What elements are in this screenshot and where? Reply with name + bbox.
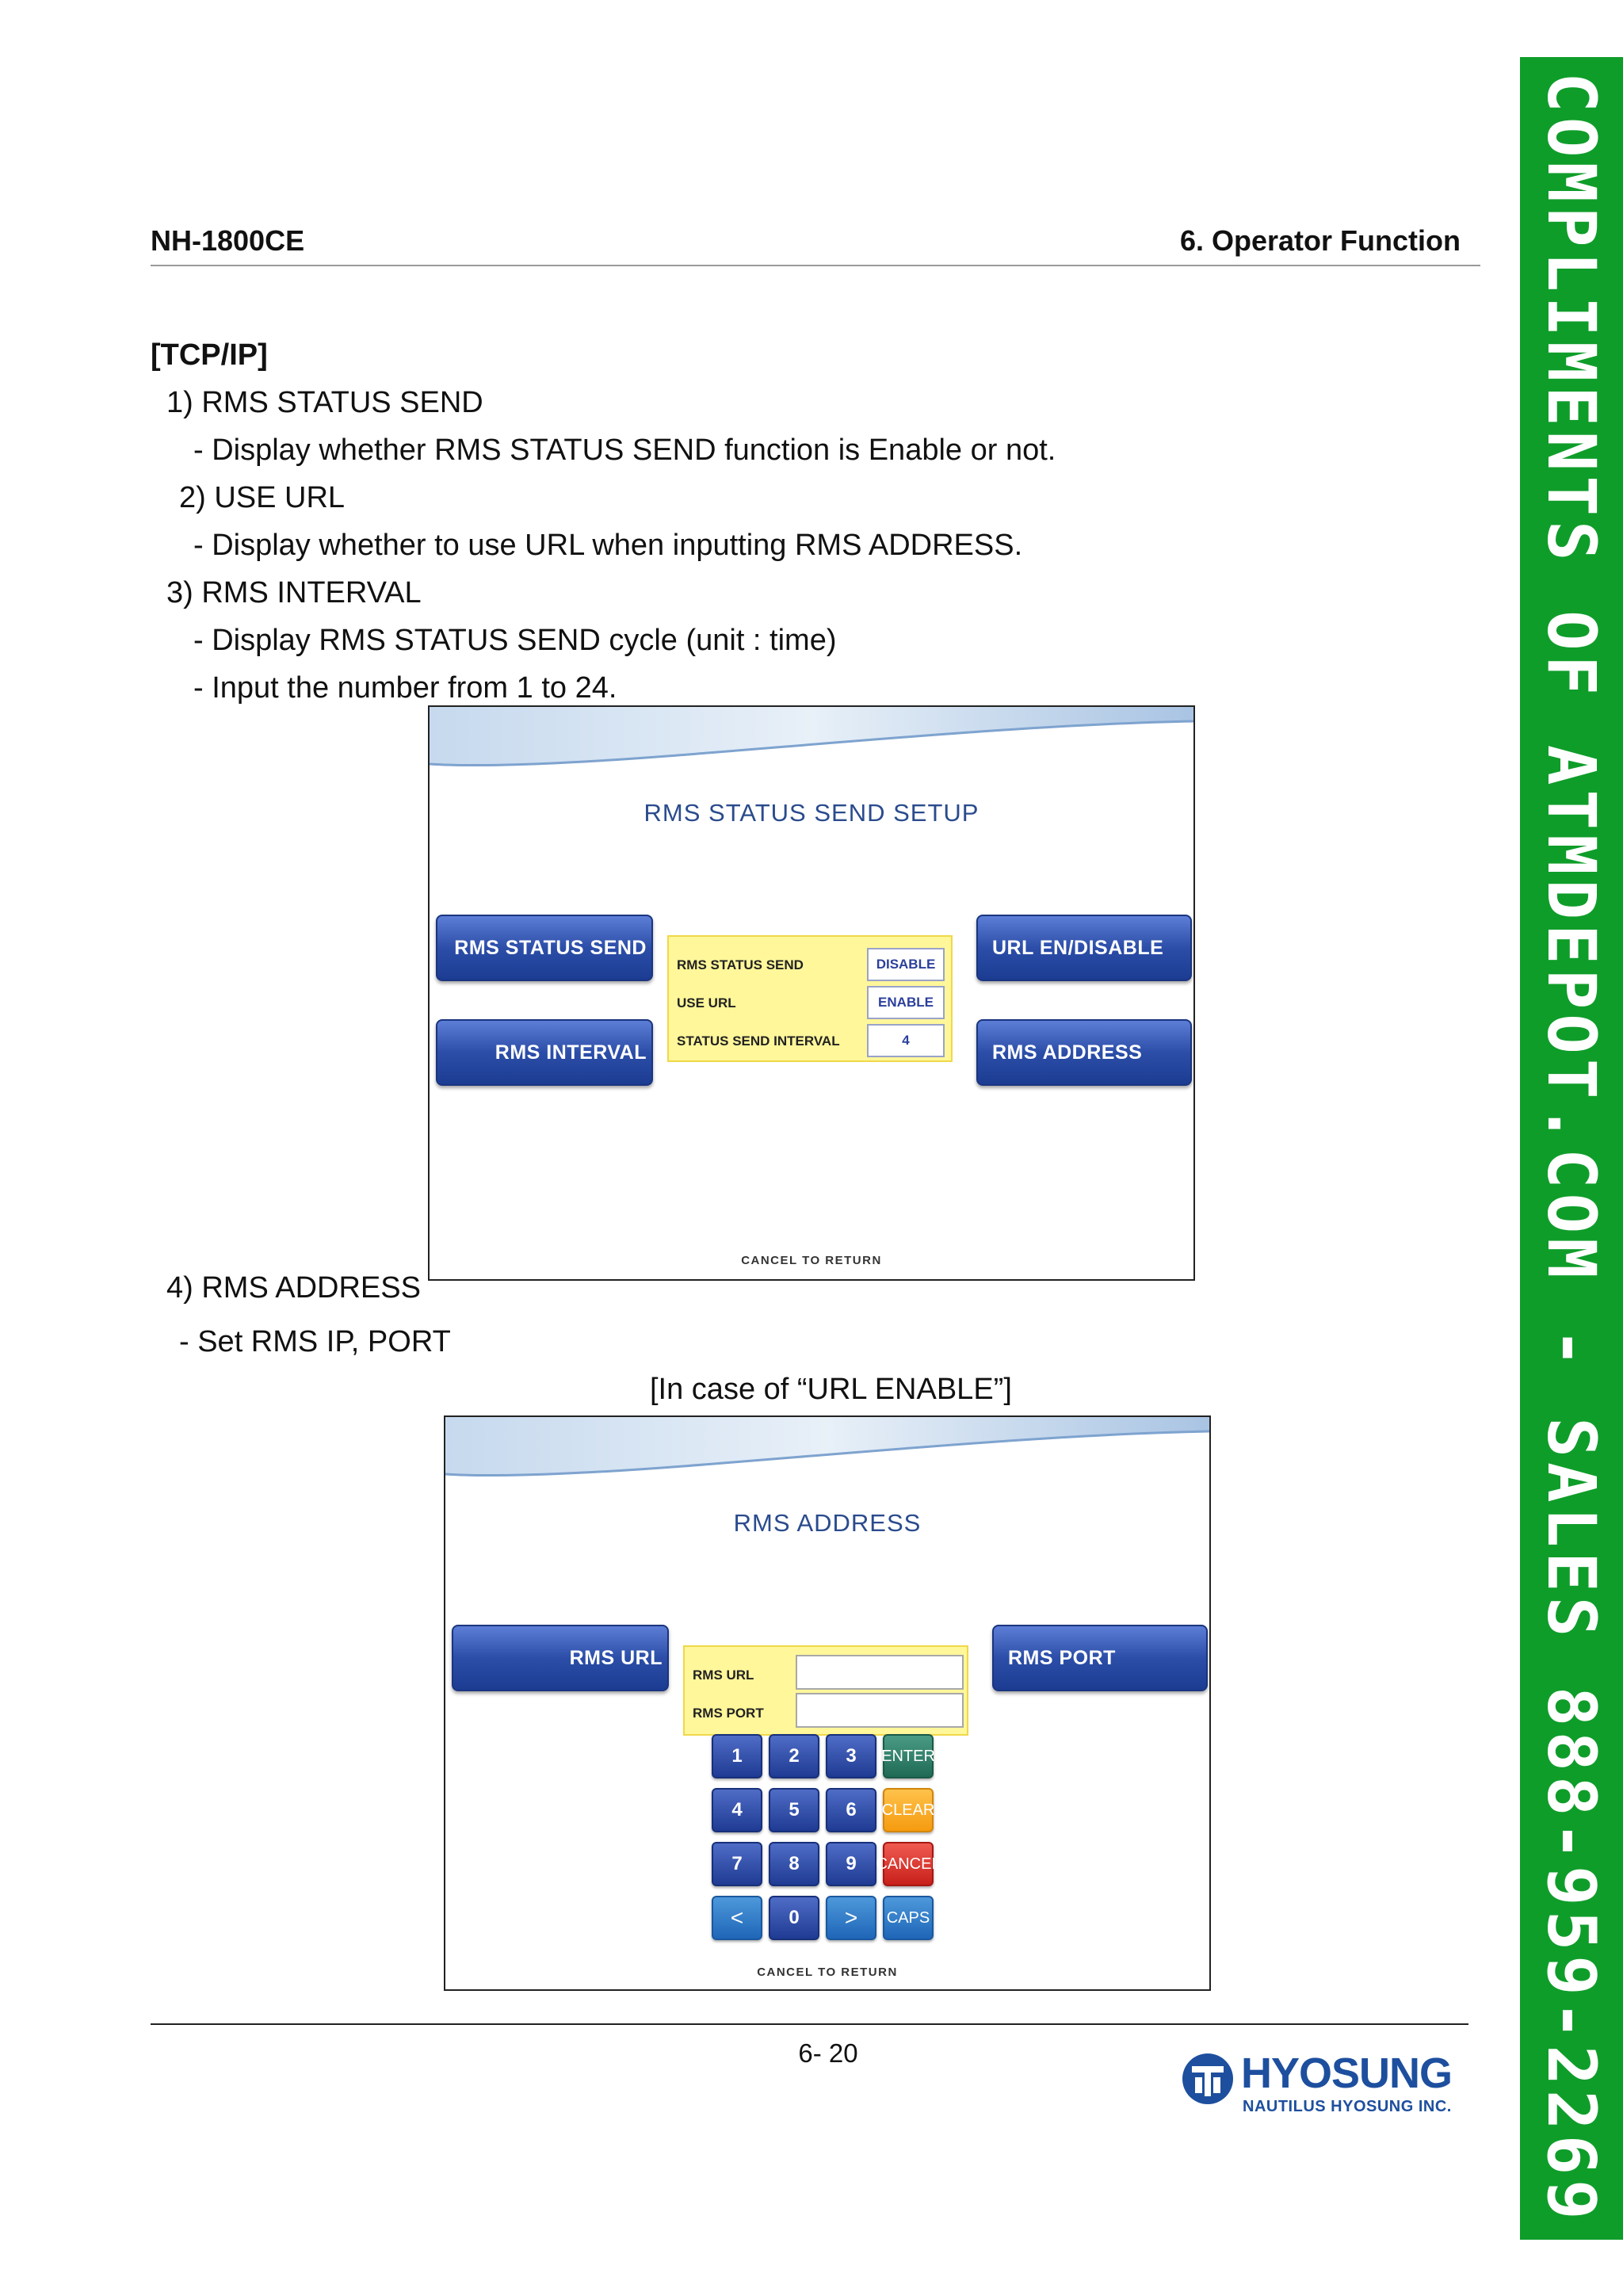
key-3[interactable]: 3 bbox=[826, 1734, 876, 1778]
logo-wordmark: HYOSUNG bbox=[1241, 2050, 1453, 2097]
address-input-panel: RMS URL RMS PORT bbox=[683, 1645, 968, 1736]
rms-port-button[interactable]: RMS PORT bbox=[992, 1625, 1208, 1691]
case-caption: [In case of “URL ENABLE”] bbox=[650, 1373, 1012, 1406]
item3-description-2: - Input the number from 1 to 24. bbox=[193, 671, 617, 705]
footer-divider bbox=[151, 2023, 1468, 2025]
item2-description: - Display whether to use URL when inputt… bbox=[193, 529, 1023, 562]
rms-url-field[interactable] bbox=[796, 1655, 964, 1690]
key-cancel[interactable]: CANCEL bbox=[876, 1842, 941, 1886]
rms-url-label: RMS URL bbox=[693, 1668, 754, 1683]
item1-description: - Display whether RMS STATUS SEND functi… bbox=[193, 434, 1056, 467]
status-send-value: DISABLE bbox=[867, 948, 945, 981]
page-number: 6- 20 bbox=[798, 2038, 858, 2068]
rms-url-button[interactable]: RMS URL bbox=[452, 1625, 669, 1691]
key-4[interactable]: 4 bbox=[712, 1788, 762, 1832]
status-send-label: RMS STATUS SEND bbox=[677, 957, 804, 972]
rms-status-send-button[interactable]: RMS STATUS SEND bbox=[436, 915, 653, 981]
key-clear[interactable]: CLEAR bbox=[882, 1788, 934, 1832]
logo-subtitle: NAUTILUS HYOSUNG INC. bbox=[1243, 2098, 1452, 2115]
key-6[interactable]: 6 bbox=[826, 1788, 876, 1832]
rms-port-field[interactable] bbox=[796, 1693, 964, 1728]
status-send-interval-label: STATUS SEND INTERVAL bbox=[677, 1033, 840, 1049]
key-2[interactable]: 2 bbox=[769, 1734, 819, 1778]
cancel-to-return-hint: CANCEL TO RETURN bbox=[741, 1254, 882, 1267]
key-enter[interactable]: ENTER bbox=[881, 1734, 935, 1778]
cancel-to-return-hint: CANCEL TO RETURN bbox=[757, 1966, 898, 1979]
url-endisable-button[interactable]: URL EN/DISABLE bbox=[976, 915, 1192, 981]
rms-interval-button[interactable]: RMS INTERVAL bbox=[436, 1019, 653, 1086]
side-promo-banner: COMPLIMENTS OF ATMDEPOT.COM - SALES 888-… bbox=[1520, 57, 1623, 2240]
hyosung-emblem-icon bbox=[1182, 2053, 1233, 2104]
item3-title: 3) RMS INTERVAL bbox=[166, 576, 422, 609]
item3-description-1: - Display RMS STATUS SEND cycle (unit : … bbox=[193, 624, 837, 657]
item1-title: 1) RMS STATUS SEND bbox=[166, 386, 483, 419]
rms-port-label: RMS PORT bbox=[693, 1706, 764, 1721]
item4-description: - Set RMS IP, PORT bbox=[179, 1325, 451, 1358]
use-url-value: ENABLE bbox=[867, 986, 945, 1019]
use-url-label: USE URL bbox=[677, 995, 736, 1010]
document-model: NH-1800CE bbox=[151, 224, 305, 257]
key-left-arrow[interactable]: < bbox=[712, 1896, 762, 1940]
header-wave-graphic bbox=[445, 1417, 1209, 1477]
document-section-title: 6. Operator Function bbox=[1179, 224, 1461, 257]
key-9[interactable]: 9 bbox=[826, 1842, 876, 1886]
rms-address-screen: RMS ADDRESS RMS URL RMS PORT RMS URL RMS… bbox=[444, 1415, 1211, 1991]
key-right-arrow[interactable]: > bbox=[826, 1896, 876, 1940]
item4-title: 4) RMS ADDRESS bbox=[166, 1271, 421, 1305]
key-caps[interactable]: CAPS bbox=[883, 1896, 934, 1940]
key-0[interactable]: 0 bbox=[769, 1896, 819, 1940]
rms-status-send-setup-screen: RMS STATUS SEND SETUP RMS STATUS SEND RM… bbox=[428, 705, 1195, 1281]
key-8[interactable]: 8 bbox=[769, 1842, 819, 1886]
screen-title: RMS ADDRESS bbox=[733, 1509, 922, 1537]
section-heading: [TCP/IP] bbox=[151, 338, 268, 372]
side-banner-text: COMPLIMENTS OF ATMDEPOT.COM - SALES 888-… bbox=[1533, 72, 1610, 2225]
key-1[interactable]: 1 bbox=[712, 1734, 762, 1778]
status-send-interval-value: 4 bbox=[867, 1024, 945, 1057]
screen-title: RMS STATUS SEND SETUP bbox=[643, 799, 980, 827]
item2-title: 2) USE URL bbox=[179, 481, 346, 514]
header-divider bbox=[151, 265, 1480, 266]
key-5[interactable]: 5 bbox=[769, 1788, 819, 1832]
rms-address-button[interactable]: RMS ADDRESS bbox=[976, 1019, 1192, 1086]
header-wave-graphic bbox=[430, 707, 1193, 767]
hyosung-logo: HYOSUNG NAUTILUS HYOSUNG INC. bbox=[1179, 2049, 1457, 2120]
key-7[interactable]: 7 bbox=[712, 1842, 762, 1886]
status-info-panel: RMS STATUS SEND DISABLE USE URL ENABLE S… bbox=[667, 935, 953, 1062]
